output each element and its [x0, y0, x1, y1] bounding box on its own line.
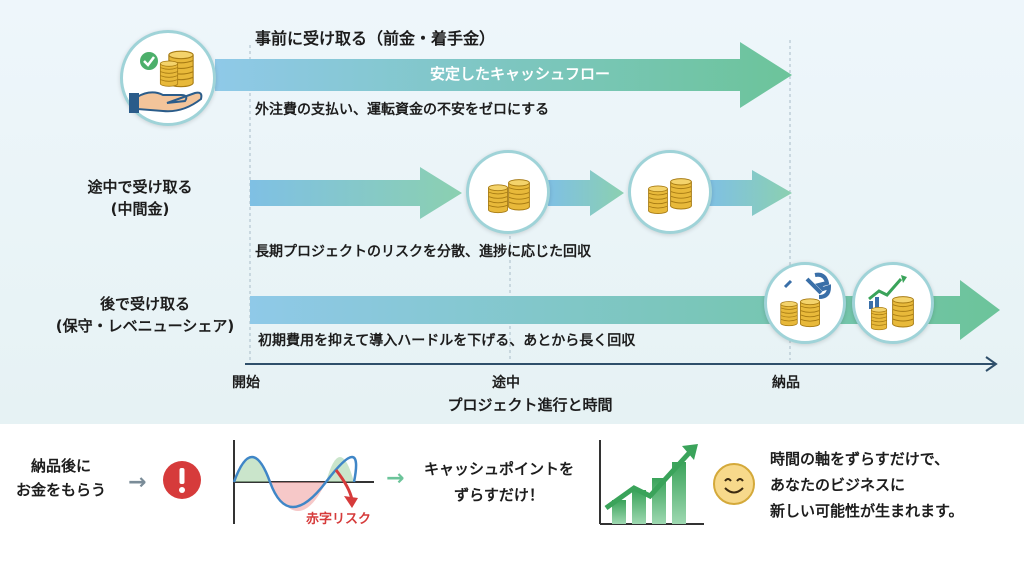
solution-line1: キャッシュポイントを	[423, 460, 574, 478]
axis-title: プロジェクト進行と時間	[447, 396, 613, 414]
warning-icon	[163, 461, 201, 499]
risk-label: 赤字リスク	[306, 512, 372, 527]
problem-line2: お金をもらう	[15, 481, 106, 499]
advance-title: 事前に受け取る（前金・着手金）	[255, 29, 496, 48]
smiley-face-icon	[713, 463, 755, 505]
later-wrench-coin-icon	[764, 262, 846, 344]
axis-middle-label: 途中	[492, 375, 520, 391]
summary-panel	[0, 424, 1024, 576]
solution-line2: ずらすだけ！	[454, 486, 544, 504]
midway-arrows	[250, 167, 792, 219]
arrow-right-icon-2: →	[386, 466, 405, 491]
closing-text: 時間の軸をずらすだけで、 あなたのビジネスに 新しい可能性が生まれます。	[770, 446, 964, 524]
midway-caption: 長期プロジェクトのリスクを分散、進捗に応じた回収	[255, 244, 591, 260]
later-caption: 初期費用を抑えて導入ハードルを下げる、あとから長く回収	[258, 333, 636, 349]
later-title-line2: (保守・レベニューシェア)	[55, 317, 235, 335]
advance-caption: 外注費の支払い、運転資金の不安をゼロにする	[255, 102, 550, 118]
closing-line2: あなたのビジネスに	[770, 476, 906, 494]
later-growth-coin-icon	[852, 262, 934, 344]
later-arrow	[250, 280, 1000, 340]
arrow-right-icon-1: →	[128, 470, 147, 495]
growth-chart-icon	[599, 440, 704, 525]
axis-delivery-label: 納品	[772, 375, 800, 391]
midway-title: 途中で受け取る (中間金)	[60, 176, 220, 220]
later-title: 後で受け取る (保守・レベニューシェア)	[40, 293, 250, 337]
advance-arrow-label: 安定したキャッシュフロー	[429, 65, 610, 83]
midway-title-line2: (中間金)	[110, 200, 170, 218]
axis-start-label: 開始	[232, 375, 260, 391]
midway-coin-icon-1	[466, 150, 550, 234]
closing-line3: 新しい可能性が生まれます。	[770, 502, 964, 520]
closing-line1: 時間の軸をずらすだけで、	[770, 450, 950, 468]
advance-arrow	[215, 42, 792, 108]
later-title-line1: 後で受け取る	[99, 295, 190, 313]
midway-coin-icon-2	[628, 150, 712, 234]
cashflow-wave-chart	[232, 440, 374, 524]
advance-coin-hand-icon	[120, 30, 216, 126]
problem-text: 納品後に お金をもらう	[2, 454, 120, 502]
midway-title-line1: 途中で受け取る	[87, 178, 193, 196]
problem-line1: 納品後に	[30, 457, 91, 475]
solution-text: キャッシュポイントを ずらすだけ！	[404, 456, 594, 508]
